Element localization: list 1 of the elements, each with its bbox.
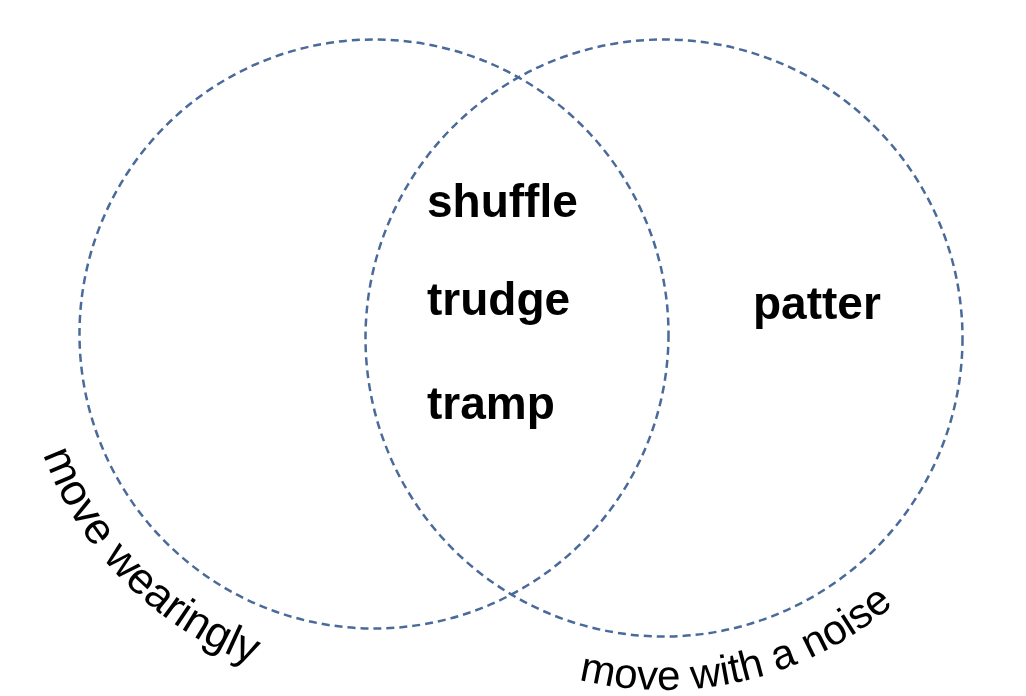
word-label: shuffle (427, 178, 578, 224)
